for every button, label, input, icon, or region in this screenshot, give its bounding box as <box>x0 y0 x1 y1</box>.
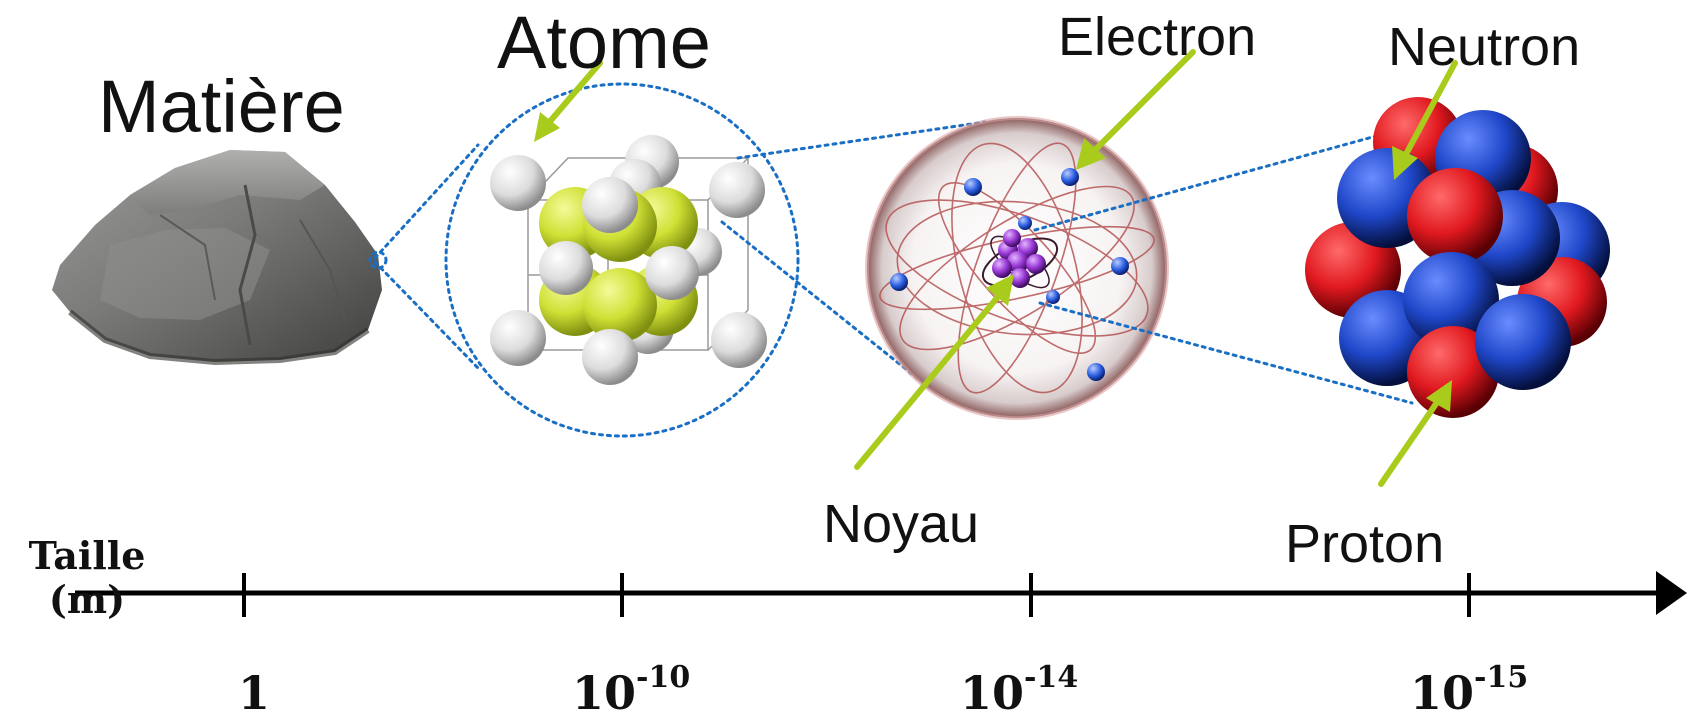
rock-image <box>52 150 382 366</box>
nucleus <box>992 229 1046 288</box>
tick-label-3-base: 10 <box>960 666 1025 720</box>
tick-label-2: 10-10 <box>572 663 690 717</box>
axis-title: Taille (m) <box>12 537 162 619</box>
pointer-arrows <box>534 49 1458 487</box>
axis-arrowhead <box>1656 571 1687 615</box>
zoom-connector-lattice-atom <box>720 120 987 384</box>
arrow-noyau <box>854 274 1014 470</box>
tick-label-1: 1 <box>238 670 270 716</box>
size-axis <box>75 571 1687 617</box>
nucleus-model <box>1305 97 1610 418</box>
crystal-lattice <box>444 82 800 438</box>
tick-label-4-exp: -15 <box>1474 660 1529 695</box>
zoom-connector-atom-nucleus <box>1033 128 1414 405</box>
tick-label-3: 10-14 <box>960 663 1078 717</box>
axis-title-line1: Taille <box>28 533 146 578</box>
arrow-atome <box>534 60 603 142</box>
label-neutron: Neutron <box>1388 17 1581 77</box>
arrow-electron <box>1076 49 1196 170</box>
tick-label-2-exp: -10 <box>636 660 691 695</box>
tick-label-3-exp: -14 <box>1024 660 1079 695</box>
tick-label-4-base: 10 <box>1410 666 1475 720</box>
tick-label-4: 10-15 <box>1410 663 1528 717</box>
label-noyau: Noyau <box>823 494 980 554</box>
atom-model <box>865 116 1169 420</box>
zoom-connector-rock-lattice <box>368 143 480 370</box>
tick-label-1-base: 1 <box>238 666 271 720</box>
label-electron: Electron <box>1058 7 1257 67</box>
arrow-neutron <box>1392 60 1458 180</box>
electrons <box>890 168 1129 381</box>
label-proton: Proton <box>1285 514 1445 574</box>
lattice-zoom-circle <box>444 82 800 438</box>
axis-title-line2: (m) <box>48 577 126 622</box>
label-atome: Atome <box>497 1 711 84</box>
arrow-proton <box>1378 380 1452 487</box>
tick-label-2-base: 10 <box>572 666 637 720</box>
label-matiere: Matière <box>98 65 345 148</box>
